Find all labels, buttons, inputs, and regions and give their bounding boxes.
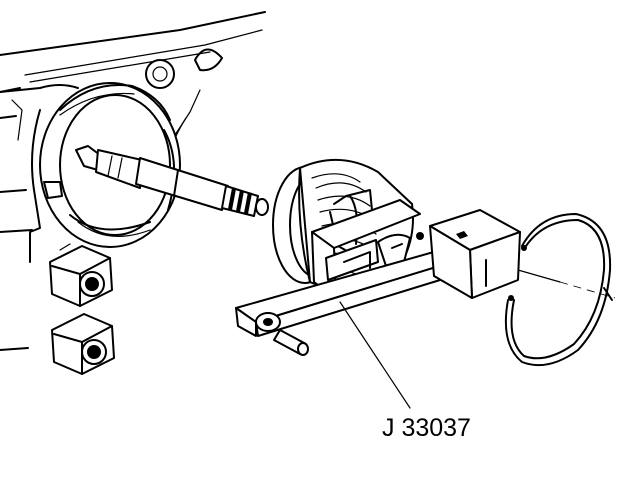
callout-leader-line [339, 301, 411, 409]
tool-callout-label: J 33037 [382, 414, 471, 442]
lug-nut-lower [51, 313, 115, 375]
snap-ring [504, 213, 613, 366]
puller-tool [235, 199, 616, 356]
lug-nut-upper [49, 243, 113, 307]
axle-shaft [75, 145, 269, 217]
